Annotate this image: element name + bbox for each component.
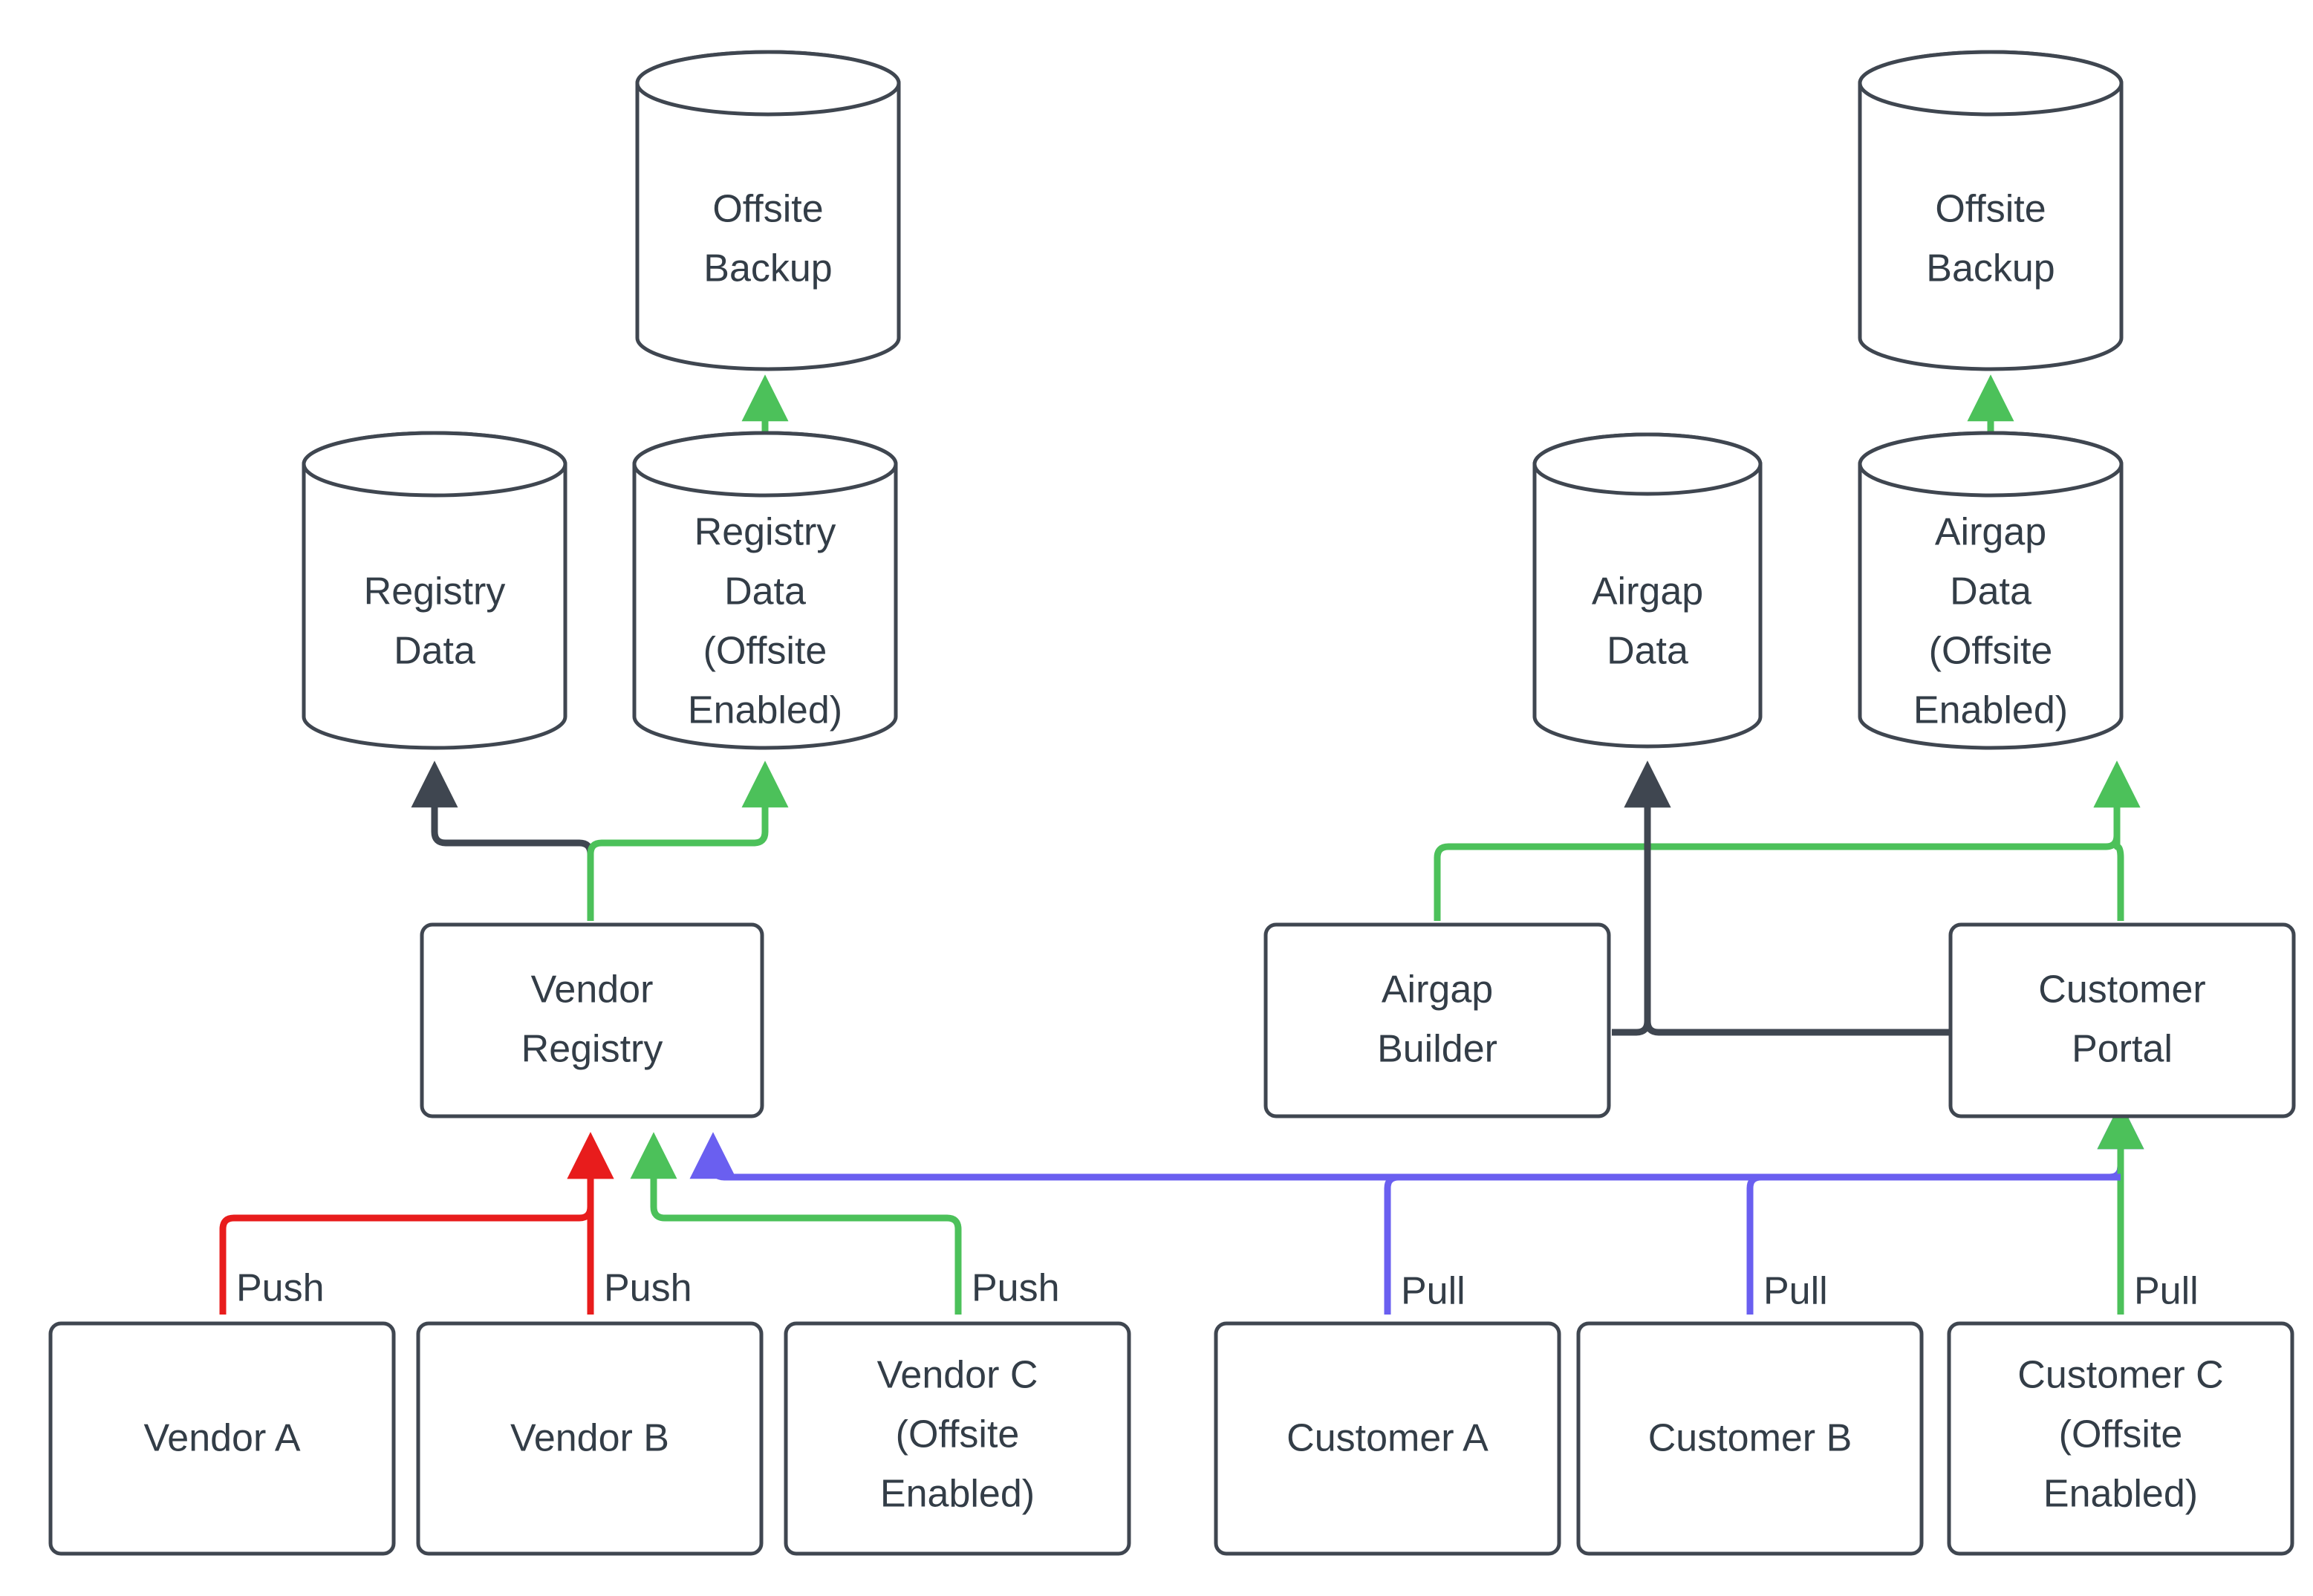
airgap-data-label-2: Data (1607, 630, 1688, 673)
offsite-backup-left-label-2: Backup (703, 247, 832, 290)
node-offsite-backup-left[interactable]: Offsite Backup (635, 50, 901, 371)
edge-label-customer-b-pull: Pull (1763, 1270, 1828, 1313)
edge-vendor-c-push (630, 1132, 962, 1315)
registry-data-offsite-label-4: Enabled) (688, 689, 842, 732)
edge-airgap-builder-to-airgap-data-offsite (1434, 760, 2141, 921)
registry-data-offsite-label-1: Registry (694, 511, 836, 554)
customer-c-label-1: Customer C (2017, 1354, 2223, 1397)
customer-b-label-1: Customer B (1648, 1417, 1852, 1460)
customer-a-label-1: Customer A (1286, 1417, 1489, 1460)
customer-portal-label-1: Customer (2038, 968, 2205, 1012)
vendor-registry-label-1: Vendor (531, 968, 654, 1012)
customer-c-label-2: (Offsite (2059, 1413, 2183, 1456)
airgap-data-offsite-label-2: Data (1950, 570, 2031, 613)
node-airgap-data[interactable]: Airgap Data (1532, 432, 1763, 749)
registry-data-offsite-label-2: Data (724, 570, 806, 613)
airgap-data-label-1: Airgap (1592, 570, 1703, 613)
node-customer-a[interactable]: Customer A (1214, 1321, 1561, 1556)
airgap-builder-label-2: Builder (1377, 1028, 1497, 1071)
vendor-c-label-1: Vendor C (877, 1354, 1038, 1397)
registry-data-offsite-label-3: (Offsite (703, 630, 827, 673)
edge-customer-portal-to-airgap-data (1624, 760, 1953, 1036)
airgap-data-offsite-label-1: Airgap (1935, 511, 2046, 554)
node-vendor-a[interactable]: Vendor A (48, 1321, 396, 1556)
edge-label-vendor-a-push: Push (236, 1267, 325, 1310)
edge-label-vendor-c-push: Push (972, 1267, 1060, 1310)
edge-vendor-registry-to-registry-data-offsite (587, 760, 789, 921)
edge-vendor-registry-to-registry-data (411, 760, 594, 921)
customer-portal-label-2: Portal (2072, 1028, 2173, 1071)
node-registry-data-offsite[interactable]: Registry Data (Offsite Enabled) (632, 431, 898, 750)
airgap-data-offsite-label-3: (Offsite (1929, 630, 2053, 673)
node-airgap-builder[interactable]: Airgap Builder (1263, 922, 1611, 1118)
node-customer-portal[interactable]: Customer Portal (1948, 922, 2296, 1118)
customer-c-label-3: Enabled) (2043, 1473, 2198, 1516)
vendor-registry-label-2: Registry (521, 1028, 663, 1071)
offsite-backup-right-label-2: Backup (1926, 247, 2055, 290)
edge-label-customer-c-pull: Pull (2134, 1270, 2199, 1313)
edge-label-customer-a-pull: Pull (1401, 1270, 1465, 1313)
node-vendor-c[interactable]: Vendor C (Offsite Enabled) (784, 1321, 1131, 1556)
node-offsite-backup-right[interactable]: Offsite Backup (1858, 50, 2124, 371)
edge-customer-a-pull (1384, 1102, 2144, 1315)
vendor-c-label-3: Enabled) (880, 1473, 1035, 1516)
node-registry-data[interactable]: Registry Data (302, 431, 567, 750)
offsite-backup-right-label-1: Offsite (1935, 188, 2046, 231)
airgap-builder-label-1: Airgap (1382, 968, 1493, 1012)
airgap-data-offsite-label-4: Enabled) (1913, 689, 2068, 732)
edge-label-vendor-b-push: Push (604, 1267, 692, 1310)
offsite-backup-left-label-1: Offsite (712, 188, 823, 231)
edge-airgap-builder-to-airgap-data (1612, 760, 1671, 1036)
node-customer-c[interactable]: Customer C (Offsite Enabled) (1947, 1321, 2294, 1556)
vendor-a-label-1: Vendor A (143, 1417, 300, 1460)
node-airgap-data-offsite[interactable]: Airgap Data (Offsite Enabled) (1858, 431, 2124, 750)
registry-data-label-2: Data (394, 630, 475, 673)
node-customer-b[interactable]: Customer B (1576, 1321, 1924, 1556)
vendor-b-label-1: Vendor B (510, 1417, 669, 1460)
node-vendor-b[interactable]: Vendor B (416, 1321, 764, 1556)
edge-customer-portal-to-airgap-data-offsite (2093, 760, 2141, 921)
node-vendor-registry[interactable]: Vendor Registry (420, 922, 764, 1118)
edge-customer-portal-to-vendor-registry (689, 1132, 2121, 1181)
vendor-c-label-2: (Offsite (896, 1413, 1020, 1456)
registry-data-label-1: Registry (364, 570, 506, 613)
